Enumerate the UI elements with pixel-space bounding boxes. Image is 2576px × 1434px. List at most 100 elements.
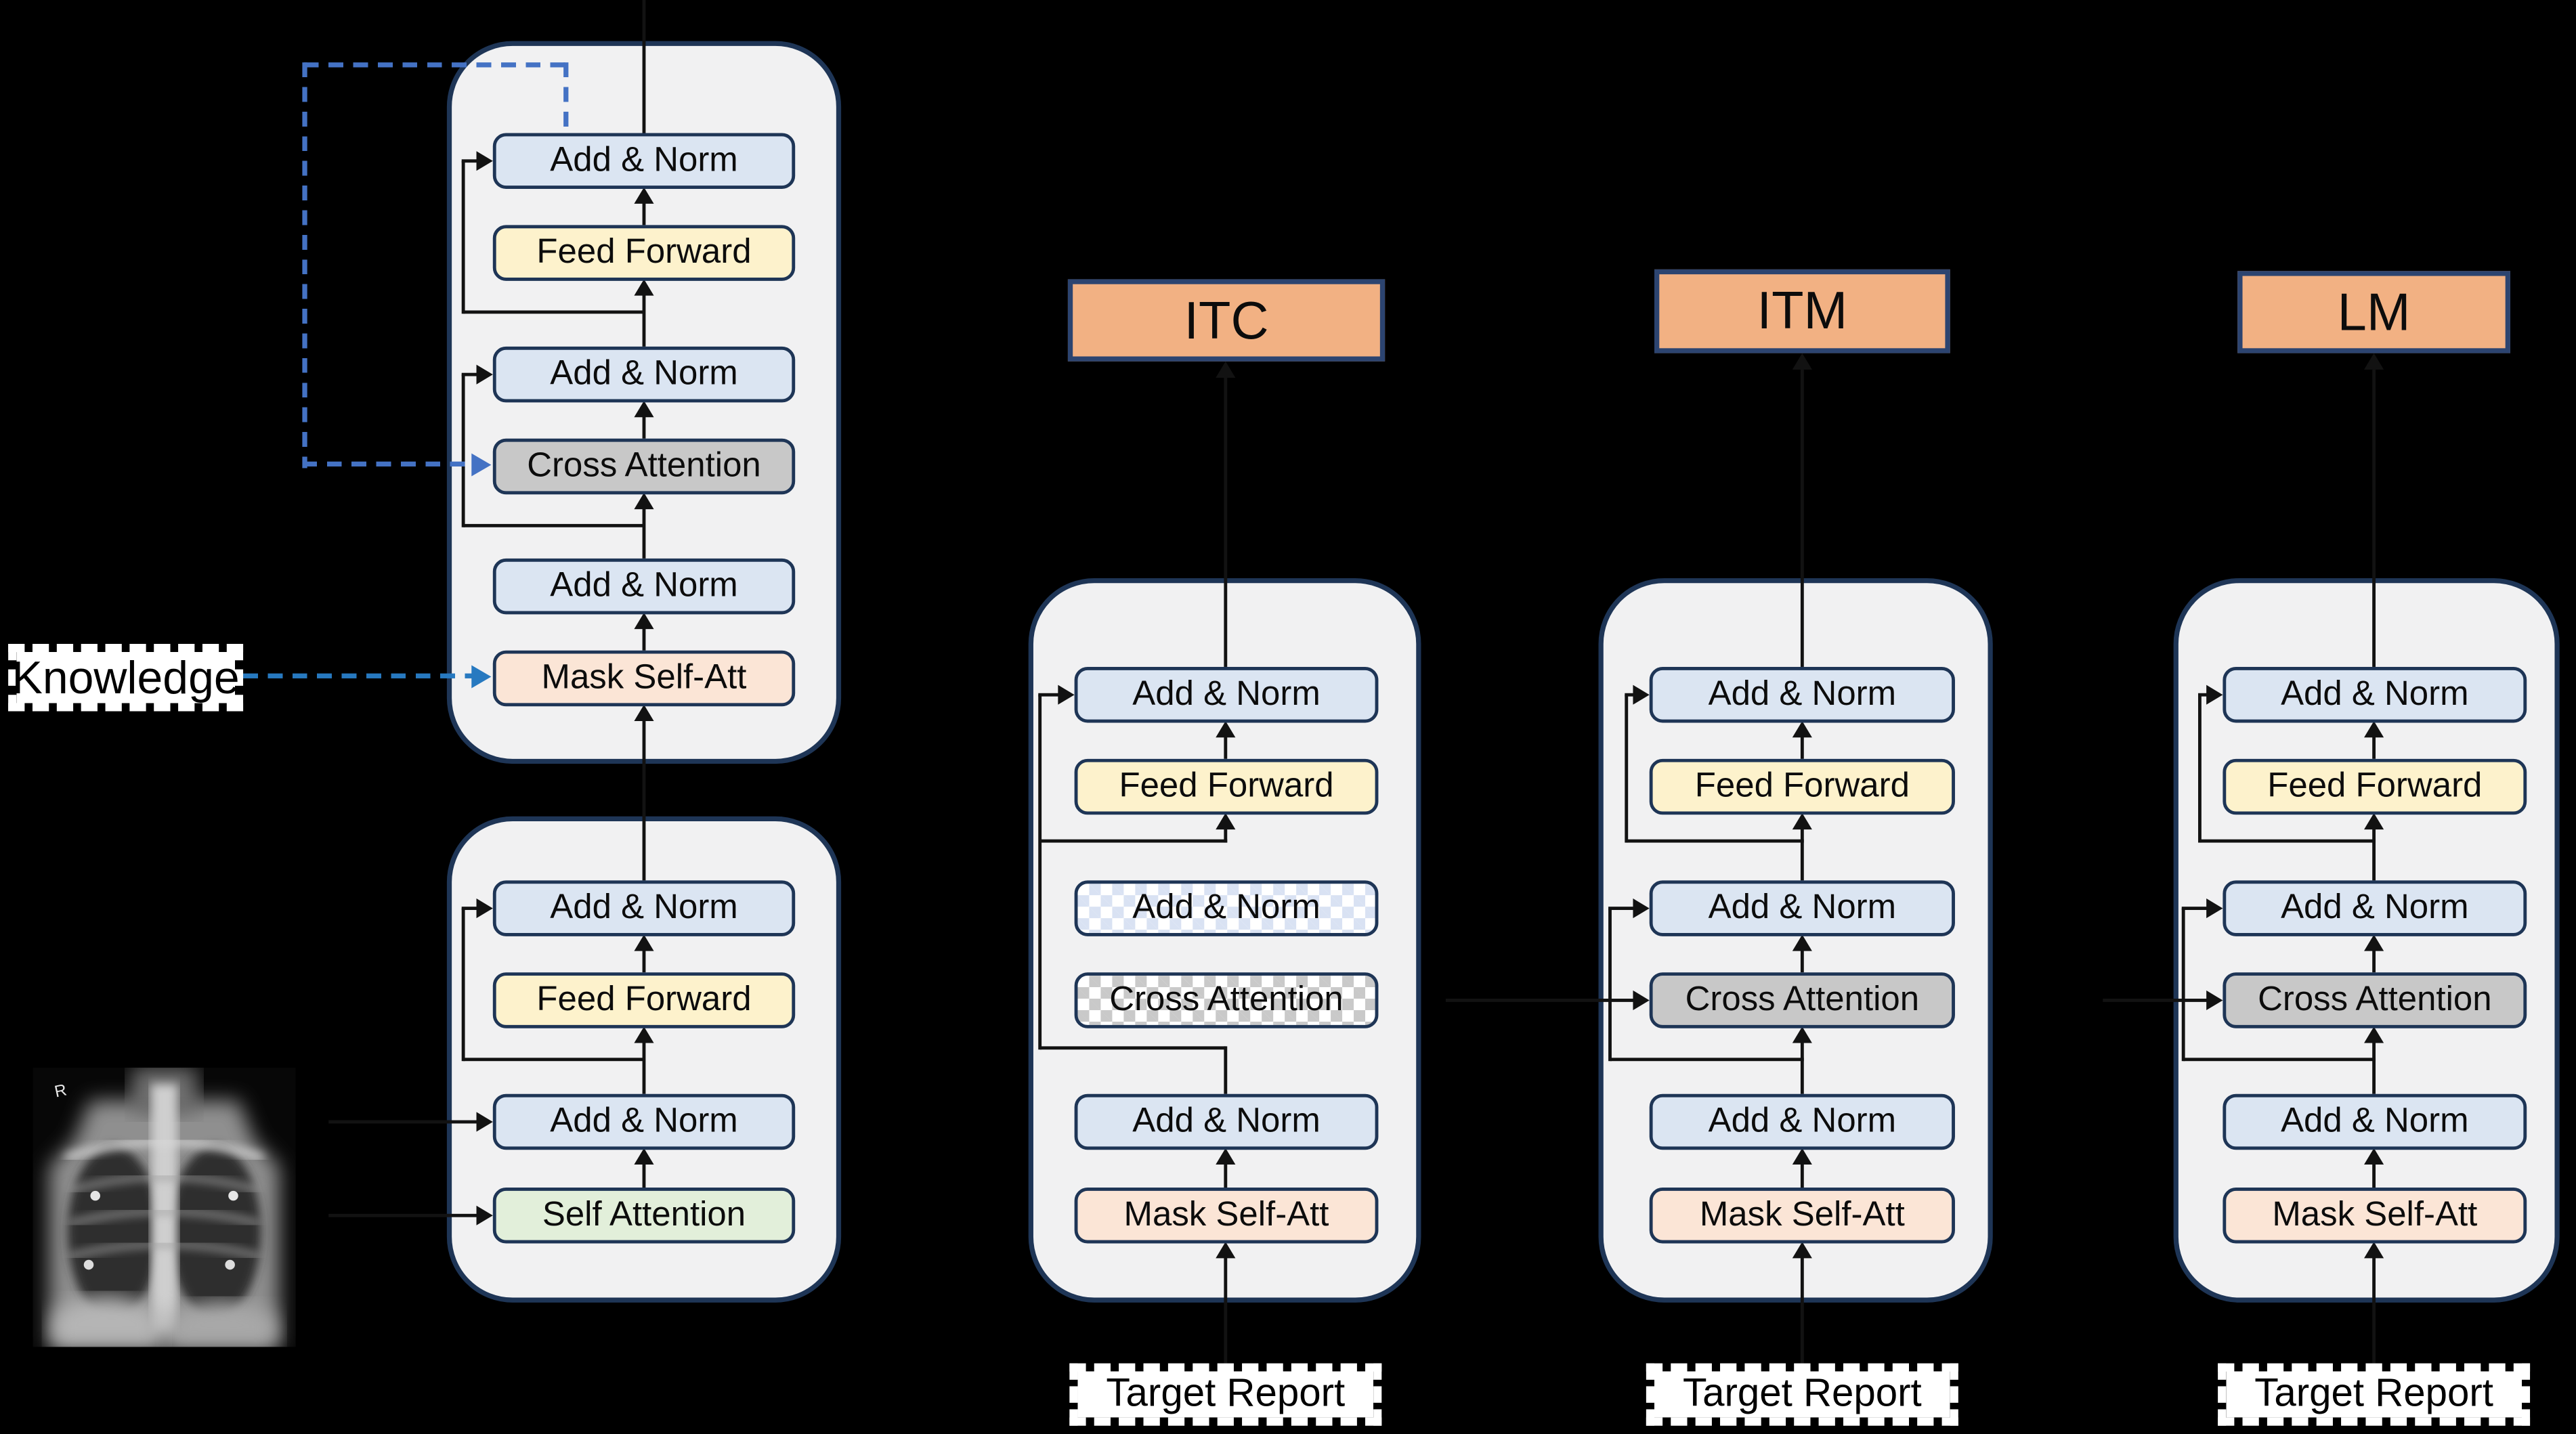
connector-line: [2199, 839, 2376, 843]
arrowhead-up-icon: [634, 187, 654, 204]
connector-line: [1610, 1058, 1804, 1062]
connector-line: [1224, 826, 1228, 843]
arrowhead-up-icon: [1792, 1026, 1812, 1043]
connector-line: [1626, 839, 1804, 843]
connector-line: [1224, 578, 1228, 667]
connector-line: [1039, 839, 1228, 843]
add-norm-box: Add & Norm: [2223, 1093, 2527, 1150]
connector-line: [2181, 907, 2212, 911]
lm-head-box: LM: [2237, 271, 2510, 353]
connector-line: [2372, 1256, 2376, 1364]
knowledge-dashed-line: [303, 62, 567, 68]
add-norm-box: Add & Norm: [1649, 880, 1955, 936]
itc-head-box: ITC: [1067, 279, 1386, 362]
mask-self-att-box: Mask Self-Att: [1649, 1188, 1955, 1244]
connector-line: [1038, 693, 1062, 697]
knowledge-dashed-line: [563, 62, 569, 135]
arrowhead-up-icon: [1216, 361, 1236, 378]
connector-line: [642, 415, 646, 439]
connector-line: [463, 523, 644, 527]
arrowhead-up-icon: [2364, 1026, 2384, 1043]
target-report-label: Target Report: [1069, 1363, 1382, 1426]
connector-line: [2183, 1058, 2376, 1062]
arrowhead-right-icon: [1633, 685, 1650, 705]
connector-line: [463, 1058, 644, 1062]
connector-line: [1800, 826, 1804, 881]
knowledge-dashed-line: [302, 461, 477, 466]
add-norm-box: Add & Norm: [2223, 666, 2527, 723]
arrowhead-right-icon: [476, 364, 493, 385]
add-norm-box: Add & Norm: [1649, 666, 1955, 723]
arrowhead-up-icon: [634, 704, 654, 722]
target-report-label: Target Report: [1646, 1363, 1958, 1426]
arrowhead-up-icon: [1216, 1148, 1236, 1165]
arrowhead-up-icon: [634, 1026, 654, 1043]
mask-self-att-box: Mask Self-Att: [492, 650, 796, 707]
arrowhead-right-icon: [1633, 898, 1650, 919]
arrowhead-up-icon: [2364, 721, 2384, 738]
knowledge-label: Knowledge: [8, 643, 244, 712]
arrowhead-right-icon: [2206, 685, 2223, 705]
arrowhead-up-icon: [1792, 1242, 1812, 1259]
cross-attention-box: Cross Attention: [492, 438, 796, 495]
connector-line: [1800, 1041, 1804, 1094]
arrowhead-up-icon: [1216, 1242, 1236, 1259]
connector-line: [642, 719, 646, 881]
chest-xray-image: R: [33, 1067, 296, 1347]
connector-line: [1800, 735, 1804, 759]
connector-line: [2198, 693, 2212, 697]
connector-line: [2372, 1041, 2376, 1094]
add-norm-box: Add & Norm: [492, 558, 796, 615]
arrowhead-up-icon: [2364, 934, 2384, 951]
feed-forward-box: Feed Forward: [2223, 758, 2527, 815]
connector-line: [463, 310, 644, 314]
itm-head-box: ITM: [1654, 269, 1950, 353]
knowledge-dashed-line: [302, 62, 307, 469]
connector-line: [328, 1213, 480, 1217]
feed-forward-box: Feed Forward: [1074, 758, 1379, 815]
connector-line: [461, 374, 465, 527]
connector-line: [1800, 1163, 1804, 1188]
connector-line: [2181, 908, 2185, 1062]
arrowhead-up-icon: [2364, 353, 2384, 370]
arrowhead-right-icon: [476, 898, 493, 919]
connector-line: [461, 160, 465, 314]
feed-forward-box: Feed Forward: [1649, 758, 1955, 815]
arrowhead-up-icon: [2364, 812, 2384, 830]
connector-line: [461, 908, 465, 1062]
add-norm-box: Add & Norm: [492, 346, 796, 403]
arrowhead-up-icon: [634, 400, 654, 418]
connector-line: [642, 202, 646, 225]
connector-line: [1608, 907, 1638, 911]
arrowhead-up-icon: [1216, 721, 1236, 738]
arrowhead-up-icon: [634, 492, 654, 510]
arrowhead-up-icon: [634, 1148, 654, 1165]
connector-line: [642, 949, 646, 973]
target-report-label: Target Report: [2218, 1363, 2531, 1426]
connector-line: [1224, 1256, 1228, 1364]
arrowhead-right-icon: [1633, 990, 1650, 1011]
feed-forward-box: Feed Forward: [492, 972, 796, 1028]
connector-line: [1038, 695, 1042, 1050]
arrowhead-up-icon: [2364, 1148, 2384, 1165]
connector-line: [2372, 949, 2376, 973]
connector-line: [328, 1120, 480, 1124]
arrowhead-up-icon: [2364, 1242, 2384, 1259]
connector-line: [1224, 1163, 1228, 1188]
connector-line: [1800, 361, 1804, 578]
cross-attention-box-disabled: Cross Attention: [1074, 972, 1379, 1028]
connector-line: [1625, 693, 1638, 697]
arrowhead-right-icon: [476, 1112, 493, 1132]
connector-line: [1224, 1046, 1228, 1094]
add-norm-box: Add & Norm: [1074, 666, 1379, 723]
add-norm-box-disabled: Add & Norm: [1074, 880, 1379, 936]
arrowhead-up-icon: [1792, 1148, 1812, 1165]
connector-line: [461, 907, 481, 911]
add-norm-box: Add & Norm: [1074, 1093, 1379, 1150]
mask-self-att-box: Mask Self-Att: [1074, 1188, 1379, 1244]
connector-line: [642, 0, 646, 133]
connector-line: [2198, 695, 2202, 843]
arrowhead-right-icon: [1058, 685, 1075, 705]
arrowhead-right-icon: [2206, 990, 2223, 1011]
